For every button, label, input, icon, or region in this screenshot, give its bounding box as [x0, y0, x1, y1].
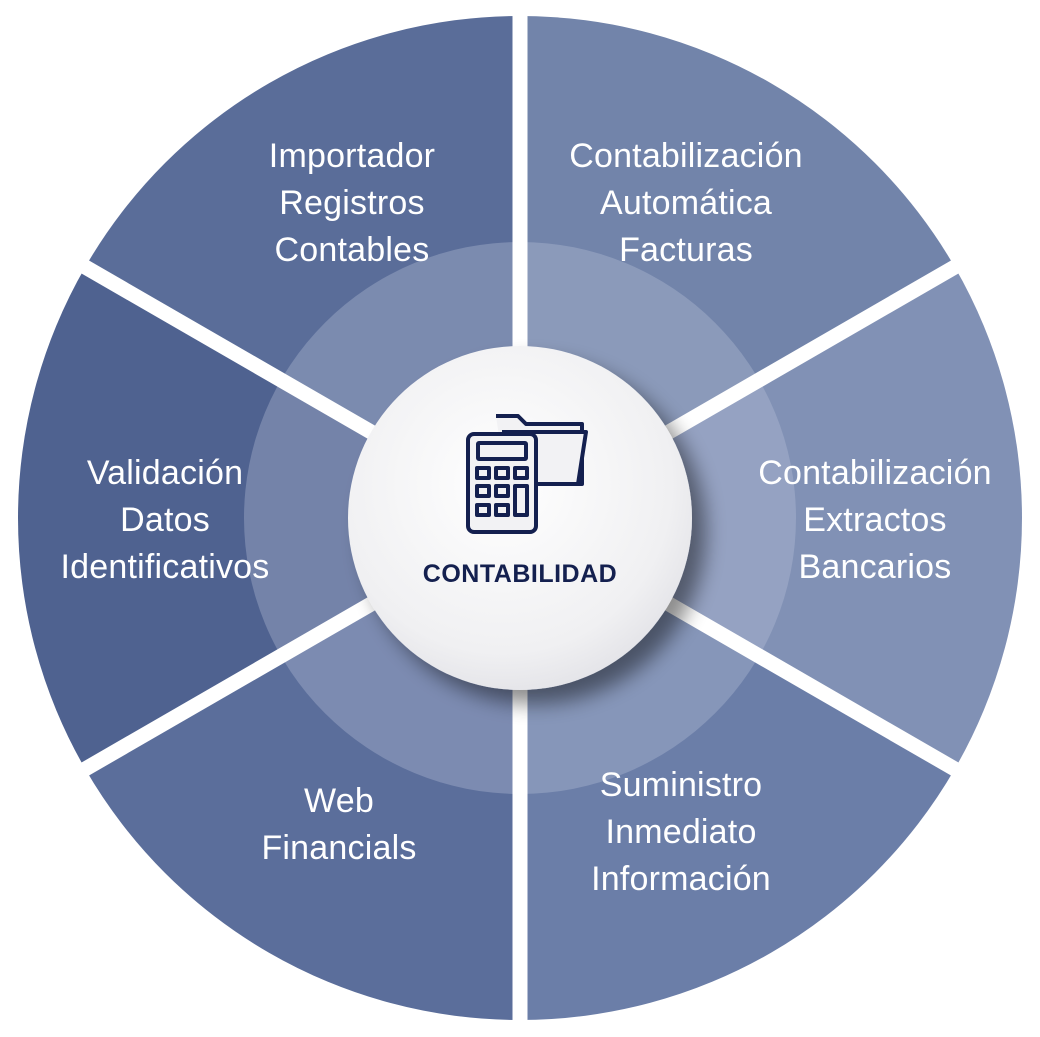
- label-line: Contabilización: [758, 454, 992, 492]
- label-line: Importador: [268, 137, 436, 175]
- label-line: Información: [591, 860, 771, 898]
- segment-label-contab-extractos: Contabilización Extractos Bancarios: [715, 450, 1035, 591]
- label-line: Registros: [279, 184, 425, 222]
- label-line: Identificativos: [60, 548, 270, 586]
- segment-label-web: Web Financials: [179, 778, 499, 872]
- label-line: Extractos: [803, 501, 947, 539]
- segment-label-validacion: Validación Datos Identificativos: [5, 450, 325, 591]
- label-line: Web: [304, 782, 374, 820]
- label-line: Financials: [261, 829, 417, 867]
- label-line: Contabilización: [569, 137, 803, 175]
- segment-label-contab-facturas: Contabilización Automática Facturas: [526, 133, 846, 274]
- label-line: Automática: [599, 184, 773, 222]
- label-line: Inmediato: [605, 813, 757, 851]
- label-line: Bancarios: [798, 548, 952, 586]
- label-line: Validación: [86, 454, 244, 492]
- calculator-folder-icon: [466, 414, 588, 534]
- segment-label-sii: Suministro Inmediato Información: [521, 762, 841, 903]
- label-line: Facturas: [619, 231, 753, 269]
- segment-validacion: [18, 267, 521, 769]
- label-line: Suministro: [599, 766, 763, 804]
- segment-contab-extractos: [520, 267, 1022, 769]
- segment-label-importador: Importador Registros Contables: [192, 133, 512, 274]
- center-title: CONTABILIDAD: [422, 560, 618, 588]
- label-line: Contables: [274, 231, 430, 269]
- label-line: Datos: [120, 501, 210, 539]
